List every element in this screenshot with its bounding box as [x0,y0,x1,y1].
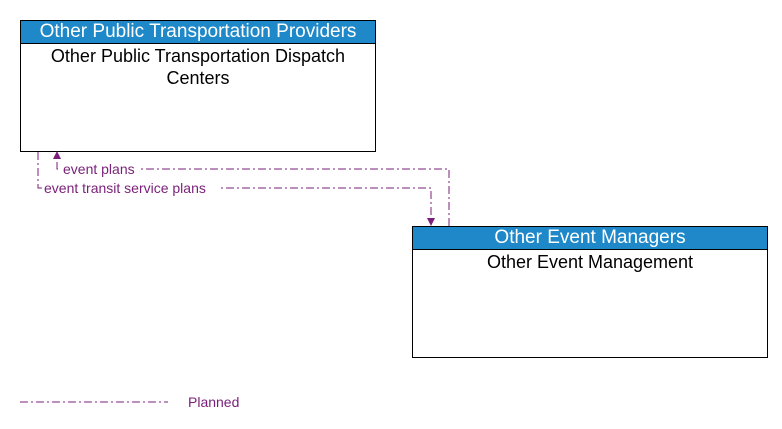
node-other-event-management[interactable]: Other Event Managers Other Event Managem… [412,226,768,358]
flow-label: event transit service plans [44,180,206,196]
legend-label-planned: Planned [188,394,240,410]
node-header: Other Event Managers [413,227,767,250]
flow-event-transit-service-plans[interactable]: event transit service plans [37,152,435,226]
node-body: Other Event Management [486,252,694,272]
flow-label: event plans [63,161,135,177]
arrowhead-icon [427,218,435,226]
arrowhead-icon [53,151,61,159]
node-other-public-transportation-dispatch-centers[interactable]: Other Public Transportation Providers Ot… [20,20,376,152]
node-header: Other Public Transportation Providers [21,21,375,44]
flow-event-plans[interactable]: event plans [53,151,450,226]
node-body: Other Public Transportation Dispatch Cen… [50,46,346,88]
